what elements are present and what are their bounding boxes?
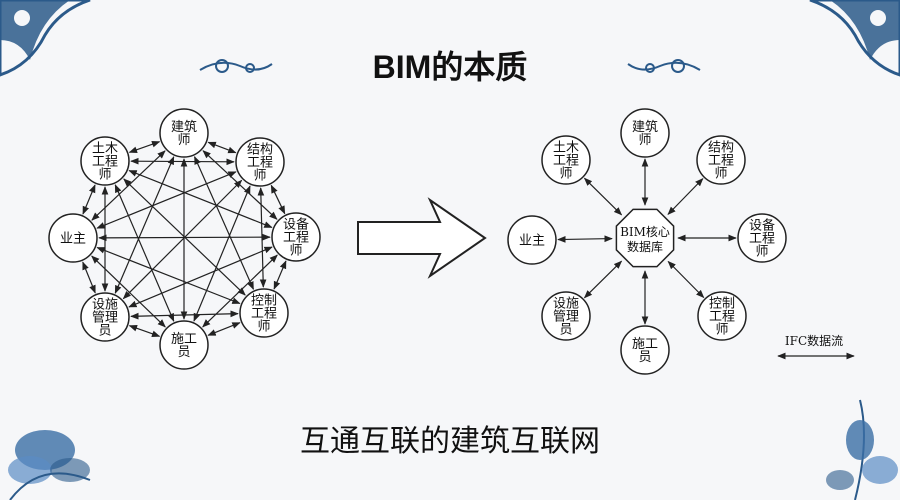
right-node-construction: 施工员 bbox=[620, 325, 670, 375]
left-network-edges bbox=[82, 141, 287, 337]
left-edge-control-construction bbox=[207, 322, 241, 336]
left-node-facility: 设施管理员 bbox=[80, 292, 130, 342]
left-node-structural: 结构工程师 bbox=[235, 137, 285, 187]
left-edge-control-owner bbox=[96, 246, 241, 305]
right-node-facility: 设施管理员 bbox=[541, 291, 591, 341]
right-node-owner: 业主 bbox=[507, 215, 557, 265]
left-edge-architect-civil bbox=[128, 141, 161, 153]
title-swirl-left bbox=[199, 59, 273, 73]
legend: IFC数据流 bbox=[777, 333, 855, 360]
left-node-label-construction: 施工员 bbox=[171, 332, 197, 360]
left-node-owner: 业主 bbox=[48, 213, 98, 263]
right-network-edges bbox=[557, 158, 737, 325]
right-node-label-owner: 业主 bbox=[519, 234, 545, 249]
page-title: BIM的本质 bbox=[372, 49, 528, 85]
right-node-architect: 建筑师 bbox=[620, 108, 670, 158]
title-swirl-right bbox=[627, 59, 701, 73]
right-network-nodes: 建筑师结构工程师设备工程师控制工程师施工员 设施管理员 业主 土木工程师 BIM核心数据… bbox=[507, 108, 787, 375]
left-node-label-equipment: 设备工程师 bbox=[283, 217, 309, 259]
bim-core-database-hub: BIM核心数据库 bbox=[615, 208, 675, 268]
flower-decoration-bottom-right bbox=[826, 399, 898, 500]
left-node-label-facility: 设施管理员 bbox=[92, 298, 118, 339]
right-node-label-facility: 设施管理员 bbox=[553, 297, 579, 338]
page-subtitle: 互通互联的建筑互联网 bbox=[300, 424, 600, 459]
left-node-architect: 建筑师 bbox=[159, 108, 209, 158]
left-edge-structural-civil bbox=[130, 157, 235, 166]
right-node-label-construction: 施工员 bbox=[632, 337, 658, 365]
left-edge-construction-civil bbox=[114, 184, 175, 322]
corner-ornament-top-left bbox=[0, 0, 91, 77]
left-edge-construction-facility bbox=[128, 325, 161, 337]
transition-arrow bbox=[357, 197, 487, 279]
left-node-label-owner: 业主 bbox=[60, 232, 86, 247]
left-node-civil: 土木工程师 bbox=[80, 136, 130, 186]
right-node-structural: 结构工程师 bbox=[696, 135, 746, 185]
right-edge-hub-civil bbox=[583, 177, 623, 216]
left-node-label-civil: 土木工程师 bbox=[92, 142, 118, 183]
right-node-label-architect: 建筑师 bbox=[632, 119, 658, 148]
left-edge-facility-owner bbox=[82, 261, 96, 294]
right-edge-hub-control bbox=[667, 260, 705, 299]
right-edge-hub-owner bbox=[557, 235, 613, 243]
right-node-label-equipment: 设备工程师 bbox=[749, 218, 775, 260]
legend-label: IFC数据流 bbox=[785, 333, 843, 348]
left-node-label-structural: 结构工程师 bbox=[247, 143, 273, 184]
hub-label: BIM核心数据库 bbox=[620, 225, 670, 254]
right-edge-hub-facility bbox=[583, 260, 623, 299]
flower-decoration-bottom-left bbox=[8, 430, 91, 500]
left-node-control: 控制工程师 bbox=[239, 288, 289, 338]
left-edge-equipment-control bbox=[273, 260, 287, 290]
right-node-label-structural: 结构工程师 bbox=[708, 141, 734, 182]
left-node-equipment: 设备工程师 bbox=[271, 212, 321, 262]
right-node-control: 控制工程师 bbox=[697, 291, 747, 341]
left-edge-structural-equipment bbox=[270, 184, 286, 215]
right-node-civil: 土木工程师 bbox=[541, 135, 591, 185]
left-node-label-architect: 建筑师 bbox=[171, 119, 197, 148]
corner-ornament-top-right bbox=[809, 0, 900, 77]
right-edge-hub-structural bbox=[667, 178, 704, 215]
right-node-label-civil: 土木工程师 bbox=[553, 141, 579, 182]
left-edge-owner-civil bbox=[82, 184, 96, 215]
right-node-label-control: 控制工程师 bbox=[709, 297, 735, 338]
right-node-equipment: 设备工程师 bbox=[737, 213, 787, 263]
left-node-construction: 施工员 bbox=[159, 320, 209, 370]
left-node-label-control: 控制工程师 bbox=[251, 294, 277, 335]
left-edge-architect-structural bbox=[207, 141, 237, 154]
